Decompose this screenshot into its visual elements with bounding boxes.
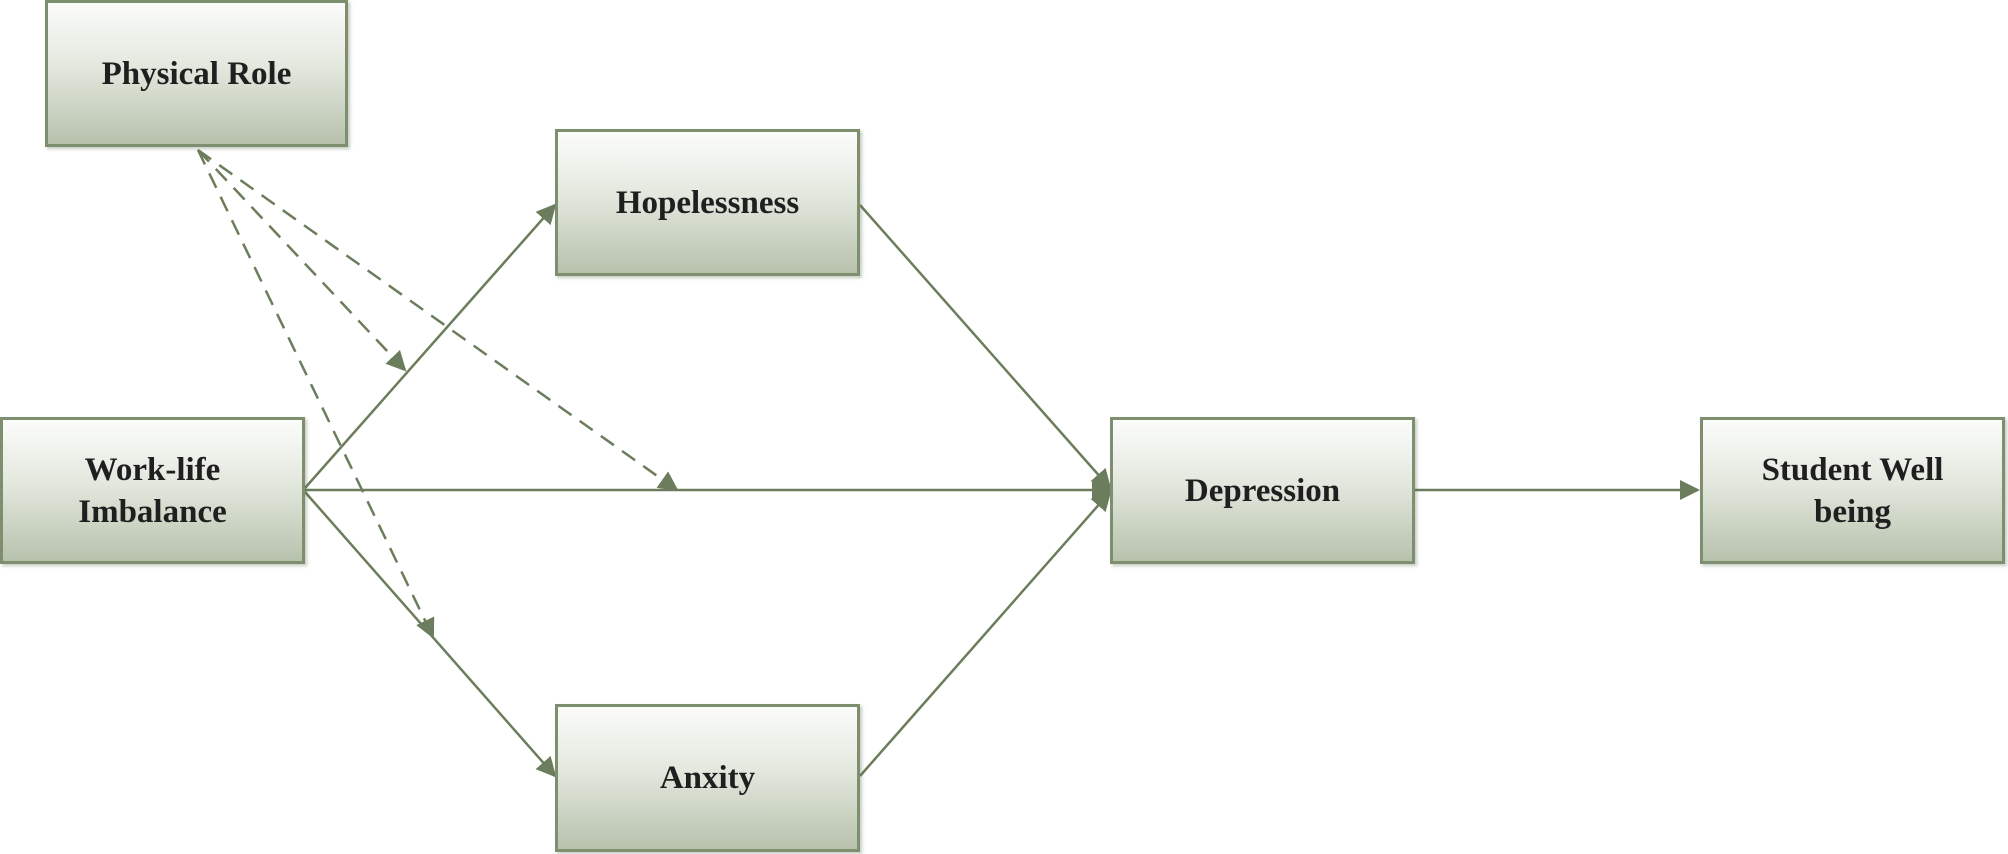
moderation-edge-anxiety-path <box>196 149 435 639</box>
moderation-edge-hopelessness-path <box>197 149 407 372</box>
node-physical-role: Physical Role <box>45 0 348 147</box>
edge-anxiety-to-depression <box>859 490 1112 777</box>
node-anxiety: Anxity <box>555 704 860 852</box>
node-label: Hopelessness <box>615 184 800 221</box>
node-hopelessness: Hopelessness <box>555 129 860 276</box>
node-student-well-being: Student Well being <box>1700 417 2005 564</box>
node-label: Anxity <box>659 760 756 796</box>
node-label: Physical Role <box>101 55 292 92</box>
node-label: Depression <box>1184 472 1341 509</box>
edge-worklife-to-anxiety <box>304 491 557 778</box>
node-depression: Depression <box>1110 417 1415 564</box>
node-label: Work-life Imbalance <box>78 451 227 530</box>
node-work-life-imbalance: Work-life Imbalance <box>0 417 305 564</box>
node-label: Student Well being <box>1761 451 1944 530</box>
edge-hopelessness-to-depression <box>859 204 1112 490</box>
moderation-edge-depression-path <box>197 148 679 492</box>
edge-worklife-to-hopelessness <box>304 203 557 489</box>
